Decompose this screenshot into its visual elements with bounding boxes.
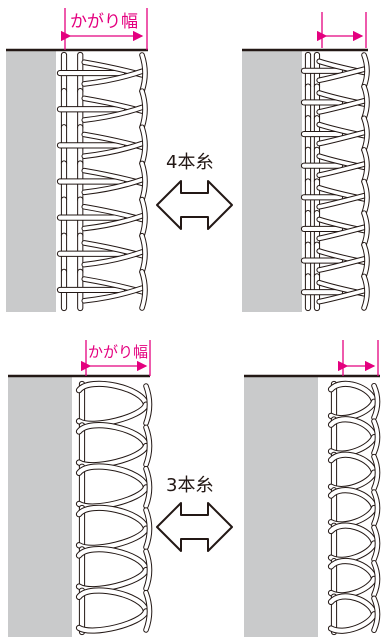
- four-thread-wide-panel: かがり幅: [6, 8, 148, 312]
- double-arrow-icon: [157, 181, 232, 229]
- thread-count-label: 4本糸: [166, 152, 213, 173]
- thread-count-label: 3本糸: [166, 475, 213, 496]
- stitch-band: [302, 50, 368, 312]
- width-label: かがり幅: [70, 12, 138, 32]
- three-thread-wide-panel: かがり幅: [8, 340, 152, 637]
- three-thread-narrow-panel: [244, 340, 382, 637]
- section-four-thread: かがり幅 4本糸: [6, 8, 368, 312]
- width-label: かがり幅: [88, 343, 148, 361]
- four-thread-narrow-panel: [242, 12, 368, 312]
- section-three-thread: かがり幅 3本糸: [8, 340, 382, 637]
- double-arrow-icon: [157, 503, 232, 551]
